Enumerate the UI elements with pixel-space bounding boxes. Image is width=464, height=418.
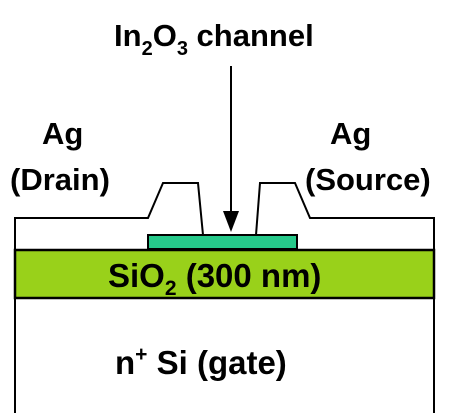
gate-label: n+ Si (gate) (115, 343, 287, 381)
channel-arrow-head (223, 211, 239, 232)
oxide-layer (13, 248, 436, 300)
source-label-line1: Ag (330, 116, 371, 151)
channel-label: In2O3 channel (114, 18, 314, 60)
channel-film (147, 234, 298, 250)
drain-label-line1: Ag (42, 116, 83, 151)
drain-label-line2: (Drain) (10, 162, 110, 197)
oxide-label: SiO2 (300 nm) (108, 257, 321, 300)
ag-contact-layer (14, 182, 435, 250)
source-label-line2: (Source) (305, 162, 431, 197)
